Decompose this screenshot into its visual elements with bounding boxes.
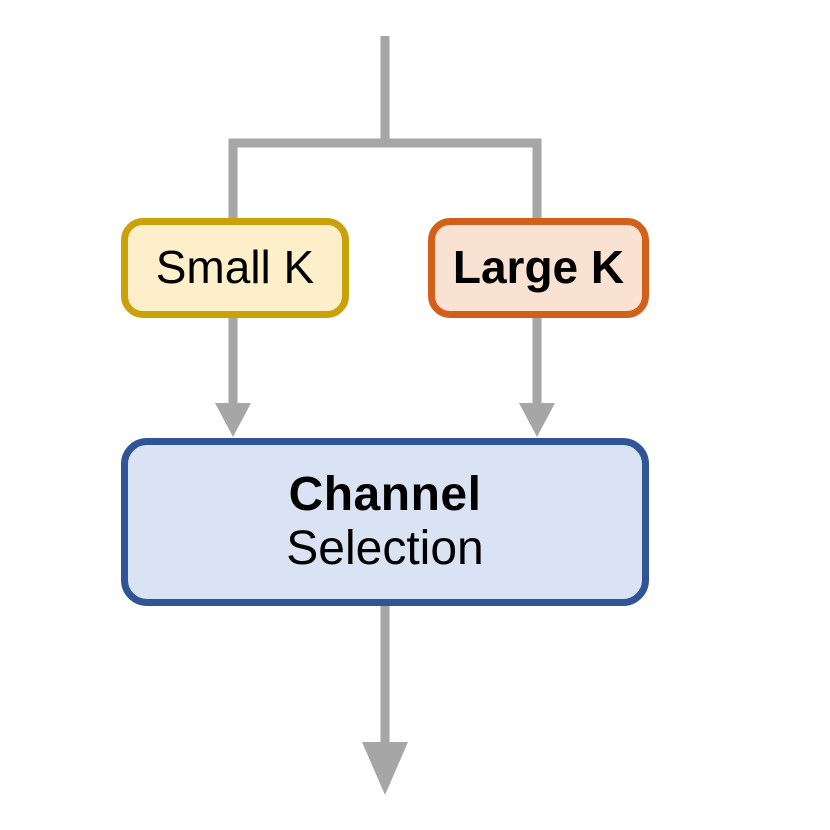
node-channel-selection-label-line2: Selection xyxy=(286,522,484,575)
node-channel-selection-label-line1: Channel xyxy=(288,468,482,522)
arrowhead-channel-selection-to-output xyxy=(362,742,408,795)
node-small-k-label: Small K xyxy=(155,241,315,294)
node-channel-selection[interactable]: Channel Selection xyxy=(121,438,649,606)
node-large-k-label: Large K xyxy=(452,241,625,294)
node-large-k[interactable]: Large K xyxy=(428,218,649,318)
arrowhead-small-k-to-channel-selection xyxy=(215,403,251,437)
arrowhead-large-k-to-channel-selection xyxy=(519,403,555,437)
node-small-k[interactable]: Small K xyxy=(121,218,349,318)
